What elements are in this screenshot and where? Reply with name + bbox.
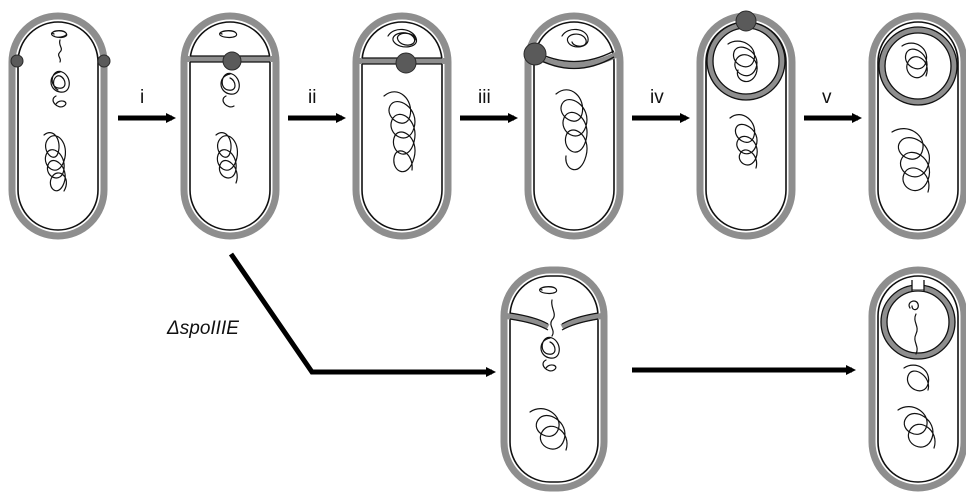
step-arrow-i: i — [118, 87, 172, 118]
step-arrow-v: v — [804, 87, 858, 118]
cell-stage-4 — [524, 16, 620, 236]
cell-stage-3 — [356, 16, 448, 236]
step-label-iii: iii — [478, 87, 491, 108]
step-arrow-iv: iv — [632, 87, 686, 118]
motor-protein-icon — [736, 11, 756, 31]
cell-stage-2 — [184, 16, 276, 236]
mutant-cell-a — [504, 270, 604, 488]
step-label-v: v — [822, 87, 832, 108]
step-arrow-ii: ii — [288, 87, 342, 118]
step-label-i: i — [140, 87, 144, 108]
mutant-pathway-arrow: ΔspoIIIE — [166, 254, 492, 372]
mutant-label: ΔspoIIIE — [166, 318, 239, 339]
cell-stage-5 — [700, 11, 792, 236]
cell-stage-1 — [11, 16, 110, 236]
mutant-cell-b — [872, 270, 964, 488]
motor-protein-icon — [524, 43, 546, 65]
step-label-ii: ii — [308, 87, 316, 108]
motor-protein-icon — [98, 55, 110, 67]
motor-protein-icon — [223, 52, 241, 70]
motor-protein-icon — [11, 55, 23, 67]
step-label-iv: iv — [650, 87, 664, 108]
step-arrow-iii: iii — [460, 87, 514, 118]
motor-protein-icon — [396, 53, 416, 73]
cell-stage-6 — [872, 16, 964, 236]
